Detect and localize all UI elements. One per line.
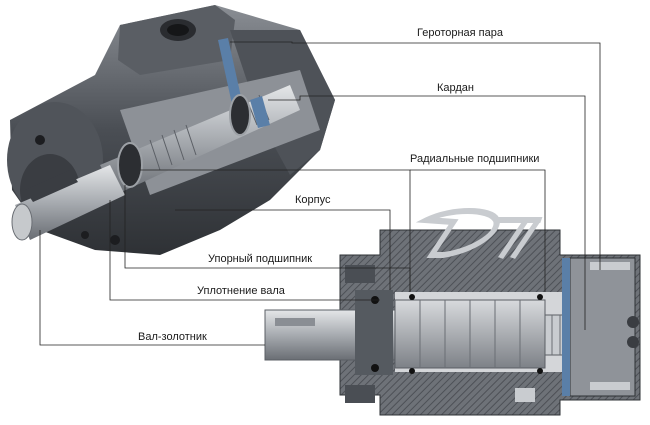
label-cardan: Кардан: [437, 82, 474, 94]
label-thrust-bearing: Упорный подшипник: [208, 253, 312, 265]
callout-labels: Героторная пара Кардан Радиальные подшип…: [138, 27, 539, 343]
label-radial-bearings: Радиальные подшипники: [410, 153, 539, 165]
label-shaft-seal: Уплотнение вала: [197, 285, 286, 297]
section-view-illustration: [264, 229, 641, 416]
label-spool-shaft: Вал-золотник: [138, 331, 207, 343]
brand-logo: [415, 208, 543, 259]
cutaway-motor-illustration: [7, 5, 335, 255]
label-housing: Корпус: [295, 194, 331, 206]
label-gerotor-pair: Героторная пара: [417, 27, 504, 39]
leader-lines: [39, 41, 601, 346]
